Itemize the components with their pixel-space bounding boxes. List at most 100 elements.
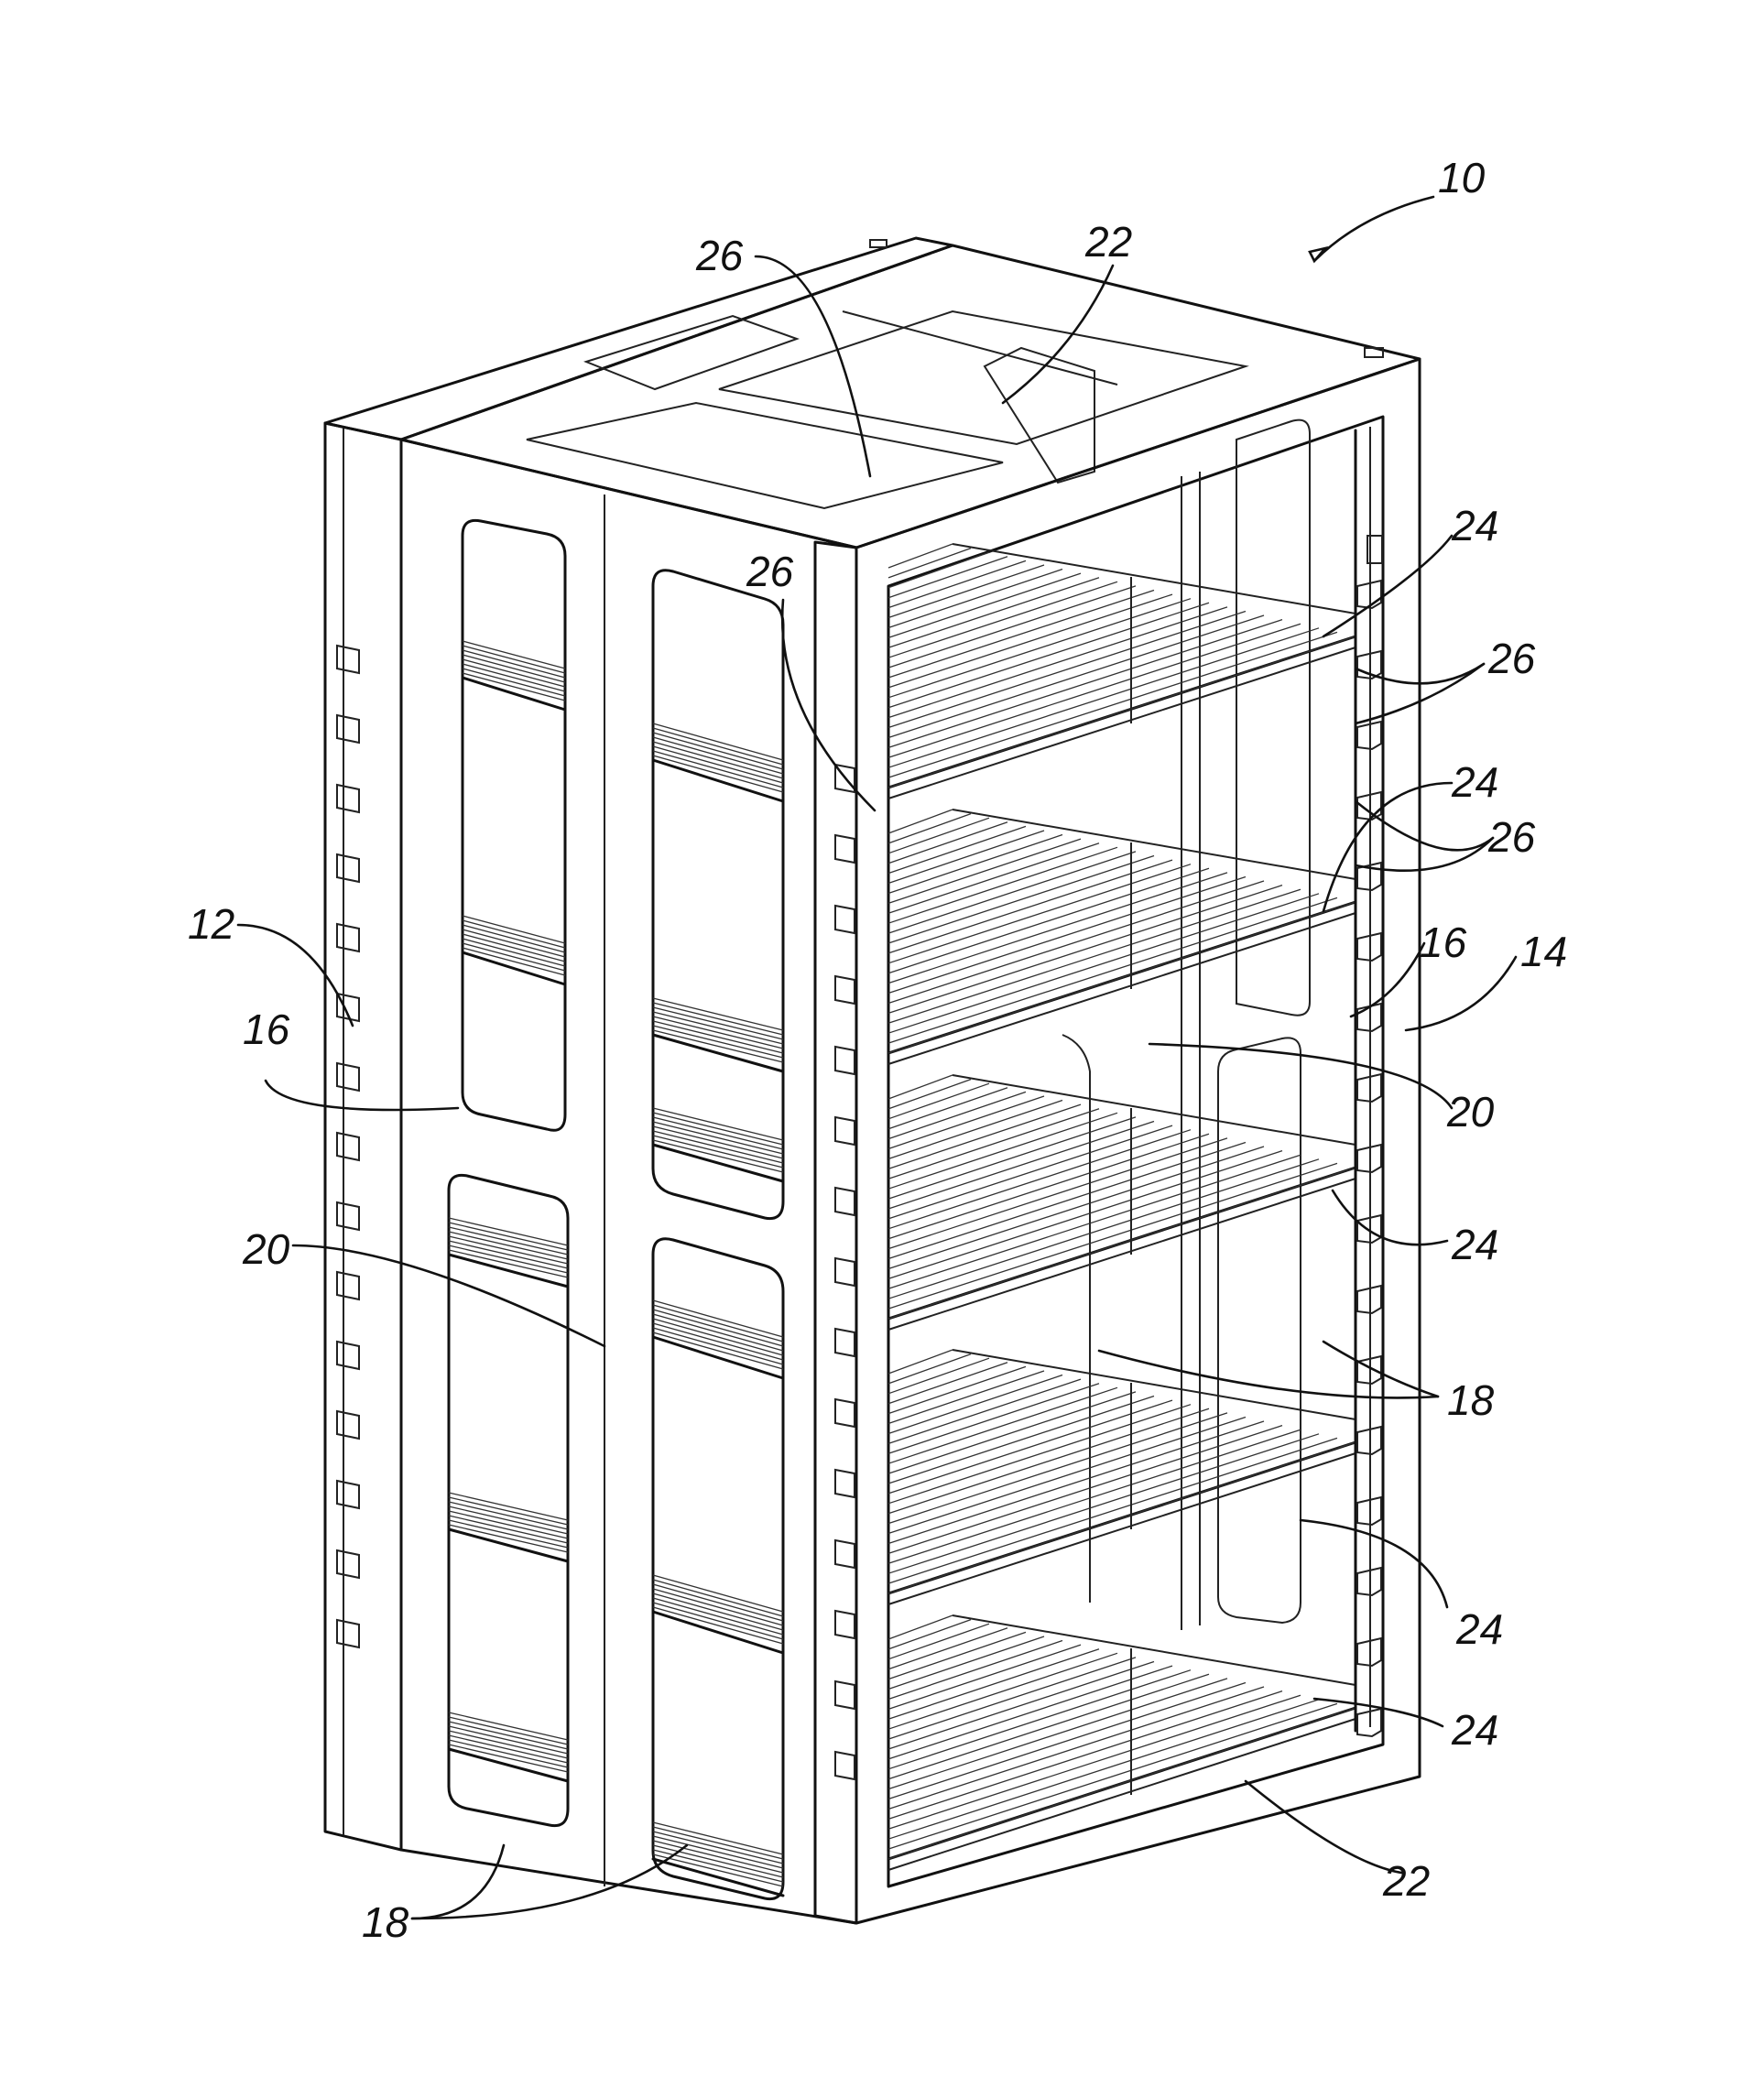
wire-shelf bbox=[888, 1075, 1356, 1330]
slot bbox=[835, 1681, 855, 1709]
shelf-wire bbox=[888, 1159, 1319, 1299]
shelf-wire bbox=[888, 1363, 1007, 1404]
ref-numeral-24-c: 24 bbox=[1451, 1221, 1498, 1268]
ref-numeral-22-top: 22 bbox=[1084, 218, 1132, 266]
shelf-wire bbox=[888, 1134, 1209, 1238]
shelf-wire bbox=[888, 628, 1319, 767]
ref-numeral-26-mid: 26 bbox=[746, 548, 794, 595]
shelf-wire bbox=[888, 624, 1301, 757]
shelf-front-rod-lower bbox=[888, 1719, 1356, 1870]
slot bbox=[337, 1342, 359, 1369]
slot bbox=[337, 854, 359, 882]
shelf-wire bbox=[888, 873, 1227, 984]
left-side-post bbox=[325, 238, 953, 1850]
shelf-wire bbox=[888, 1083, 989, 1119]
window-shelf bbox=[653, 1300, 783, 1378]
wire-shelf bbox=[888, 1350, 1356, 1604]
shelf-wire bbox=[888, 1674, 1209, 1778]
slot bbox=[337, 1481, 359, 1508]
slot bbox=[835, 1047, 855, 1074]
ref-numeral-12: 12 bbox=[188, 900, 234, 948]
shelf-wire bbox=[888, 1104, 1081, 1169]
window-shelf-wire bbox=[653, 1332, 783, 1369]
slot bbox=[337, 1411, 359, 1439]
window-shelf-wire bbox=[653, 723, 783, 760]
ref-numeral-26-right-b: 26 bbox=[1487, 813, 1536, 861]
window-shelf bbox=[463, 641, 565, 710]
shelf-wire bbox=[888, 902, 1356, 1053]
shelf-wire bbox=[888, 831, 1044, 884]
slot bbox=[337, 785, 359, 812]
shelf-wire bbox=[888, 1666, 1172, 1759]
shelf-wire bbox=[888, 636, 1356, 788]
shelf-back-rod bbox=[953, 1075, 1356, 1145]
window-shelf-wire bbox=[653, 755, 783, 792]
ref-numeral-26-top: 26 bbox=[695, 232, 744, 279]
wire-shelves bbox=[888, 544, 1356, 1870]
top-frame bbox=[401, 240, 1420, 548]
window-shelf bbox=[449, 1493, 568, 1561]
slot bbox=[835, 1611, 855, 1638]
window-shelf-wire bbox=[653, 1314, 783, 1351]
window-shelf-rod bbox=[653, 1612, 783, 1653]
window-shelf-wire bbox=[653, 742, 783, 778]
shelf-wire bbox=[888, 1092, 1026, 1138]
shelf-wire bbox=[888, 573, 1081, 637]
shelf-wire bbox=[888, 1434, 1319, 1573]
ref-numeral-14: 14 bbox=[1520, 928, 1567, 975]
shelf-wire bbox=[888, 1636, 1044, 1690]
shelf-wire bbox=[888, 889, 1301, 1023]
shelf-wire bbox=[888, 822, 1007, 864]
slot bbox=[835, 835, 855, 863]
shelf-wire bbox=[888, 1687, 1264, 1809]
slot bbox=[835, 1329, 855, 1356]
shelf-wire bbox=[888, 560, 1026, 607]
window-shelf bbox=[653, 723, 783, 801]
shelf-wire bbox=[888, 868, 1209, 973]
shelf-wire bbox=[888, 1075, 953, 1099]
shelf-wire bbox=[888, 1615, 953, 1639]
shelf-wire bbox=[888, 818, 989, 853]
slot bbox=[337, 1620, 359, 1647]
shelf-wire bbox=[888, 1691, 1282, 1820]
slot bbox=[337, 1133, 359, 1160]
window-shelf-wire bbox=[653, 1607, 783, 1644]
slot bbox=[835, 1117, 855, 1145]
shelf-front-rod-lower bbox=[888, 1179, 1356, 1330]
window-shelf bbox=[449, 1712, 568, 1781]
shelf-wire bbox=[888, 544, 953, 568]
slot bbox=[337, 924, 359, 951]
window-shelf-rod bbox=[653, 1337, 783, 1378]
leader-lines bbox=[238, 197, 1516, 1919]
shelf-wire bbox=[888, 847, 1117, 923]
shelf-wire bbox=[888, 1645, 1081, 1709]
ref-numeral-24-d: 24 bbox=[1455, 1605, 1503, 1653]
window-shelf-wire bbox=[653, 1319, 783, 1355]
left-post-slots bbox=[337, 646, 359, 1647]
shelf-wire bbox=[888, 1426, 1282, 1554]
window-shelf bbox=[653, 1575, 783, 1653]
shelf-wire bbox=[888, 894, 1319, 1033]
shelf-front-rod-lower bbox=[888, 647, 1356, 799]
window-shelf-wire bbox=[653, 1580, 783, 1616]
window-shelf-wire bbox=[653, 733, 783, 769]
ref-numeral-20-left: 20 bbox=[242, 1225, 290, 1273]
shelf-wire bbox=[888, 852, 1136, 933]
window-shelf-wire bbox=[653, 737, 783, 774]
shelf-wire bbox=[888, 1708, 1356, 1859]
shelf-wire bbox=[888, 1350, 953, 1374]
shelf-wire bbox=[888, 594, 1172, 688]
window-shelf bbox=[653, 1822, 783, 1896]
slot bbox=[337, 715, 359, 743]
slot bbox=[835, 906, 855, 933]
shelf-wire bbox=[888, 1405, 1191, 1504]
shelf-wire bbox=[888, 1442, 1356, 1593]
slot bbox=[337, 1063, 359, 1091]
shelf-wire bbox=[888, 1695, 1301, 1829]
ref-numeral-18-right: 18 bbox=[1447, 1376, 1495, 1424]
ref-numeral-10: 10 bbox=[1438, 154, 1486, 201]
window-shelf-wire bbox=[653, 1589, 783, 1625]
slot bbox=[835, 1399, 855, 1427]
window-shelf bbox=[463, 916, 565, 984]
shelf-wire bbox=[888, 860, 1172, 953]
